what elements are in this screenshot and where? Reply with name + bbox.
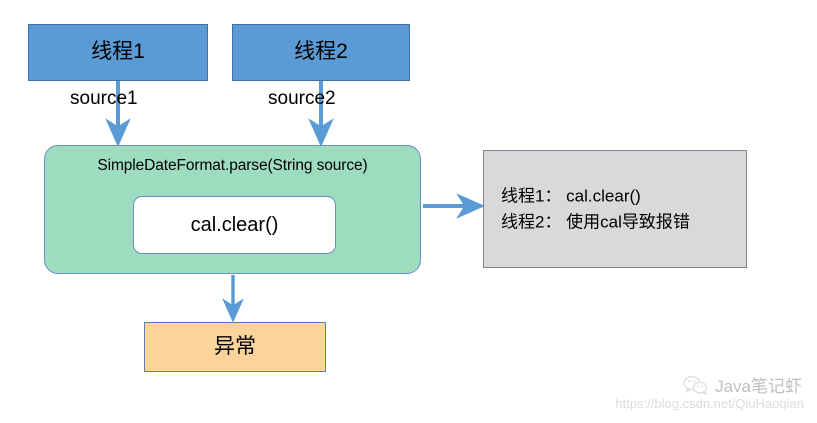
exception-box: 异常: [144, 322, 326, 372]
exception-label: 异常: [214, 334, 256, 358]
watermark-url: https://blog.csdn.net/QiuHaoqian: [615, 396, 804, 411]
thread1-label: 线程1: [91, 40, 145, 64]
thread2-box: 线程2: [232, 24, 410, 81]
watermark-brand-label: Java笔记虾: [715, 377, 802, 396]
wechat-icon: [683, 375, 708, 395]
note-line-2: 线程2： 使用cal导致报错: [501, 212, 690, 231]
thread1-box: 线程1: [28, 24, 208, 81]
note-line-1: 线程1： cal.clear(): [501, 186, 641, 206]
watermark: Java笔记虾 https://blog.csdn.net/QiuHaoqian: [590, 372, 810, 418]
method-signature-label: SimpleDateFormat.parse(String source): [97, 157, 368, 174]
edge-label-source2: source2: [268, 88, 336, 109]
inner-call-label: cal.clear(): [190, 213, 279, 236]
note-box: 线程1： cal.clear() 线程2： 使用cal导致报错: [483, 150, 747, 268]
edge-label-source1: source1: [70, 88, 138, 109]
thread2-label: 线程2: [294, 40, 348, 64]
inner-call-box: cal.clear(): [133, 196, 336, 254]
note-lines: 线程1： cal.clear() 线程2： 使用cal导致报错: [501, 184, 690, 235]
watermark-brand: Java笔记虾: [683, 372, 802, 397]
